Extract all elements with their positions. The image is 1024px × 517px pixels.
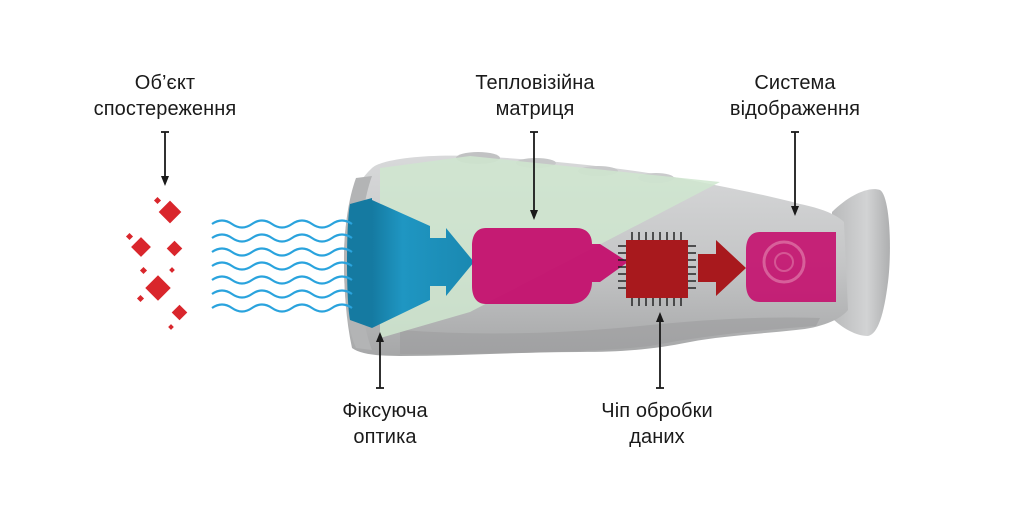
particle: [125, 232, 134, 241]
label-focusing-optics: Фіксуюча оптика: [290, 398, 480, 450]
observed-object-particles: [125, 196, 188, 330]
grip-shading: [400, 317, 820, 354]
pointer-display: [791, 131, 799, 216]
wave-3: [211, 247, 353, 257]
lens-element: [347, 198, 372, 328]
wave-5: [211, 275, 353, 285]
chip-output-arrow: [698, 240, 746, 296]
pointer-optics: [376, 332, 384, 389]
particle: [169, 267, 175, 273]
display-system: [746, 232, 836, 302]
particle: [158, 200, 182, 224]
label-processing-chip-line1: Чіп обробки: [601, 400, 713, 422]
heat-waves: [211, 219, 353, 313]
wave-7: [211, 303, 353, 313]
label-thermal-matrix-line2: матриця: [495, 98, 575, 120]
lens-light-cone: [372, 200, 474, 328]
label-focusing-optics-line2: оптика: [353, 426, 417, 448]
label-thermal-matrix: Тепловізійна матриця: [440, 70, 630, 122]
label-processing-chip-line2: даних: [629, 426, 685, 448]
thermal-matrix-block: [472, 228, 628, 304]
pointer-matrix: [530, 131, 538, 220]
particle: [145, 275, 171, 301]
label-display-system: Система відображення: [700, 70, 890, 122]
particle: [139, 266, 148, 275]
label-thermal-matrix-line1: Тепловізійна: [475, 72, 595, 94]
particle: [131, 237, 151, 257]
pointer-chip: [656, 312, 664, 389]
particle: [171, 304, 188, 321]
wave-1: [211, 219, 353, 229]
processing-chip: [618, 232, 696, 306]
particle: [153, 196, 162, 205]
label-display-system-line1: Система: [754, 72, 836, 94]
wave-6: [211, 289, 353, 299]
label-display-system-line2: відображення: [729, 98, 861, 120]
pointer-object: [161, 131, 169, 186]
wave-2: [211, 233, 353, 243]
particle: [168, 324, 174, 330]
particle: [136, 294, 145, 303]
label-observed-object-line1: Об’єкт: [134, 72, 196, 94]
label-processing-chip: Чіп обробки даних: [562, 398, 752, 450]
pointers: [161, 131, 799, 389]
label-observed-object: Об’єкт спостереження: [70, 70, 260, 122]
particle: [166, 240, 183, 257]
label-observed-object-line2: спостереження: [93, 98, 237, 120]
wave-4: [211, 261, 353, 271]
label-focusing-optics-line1: Фіксуюча: [342, 400, 428, 422]
